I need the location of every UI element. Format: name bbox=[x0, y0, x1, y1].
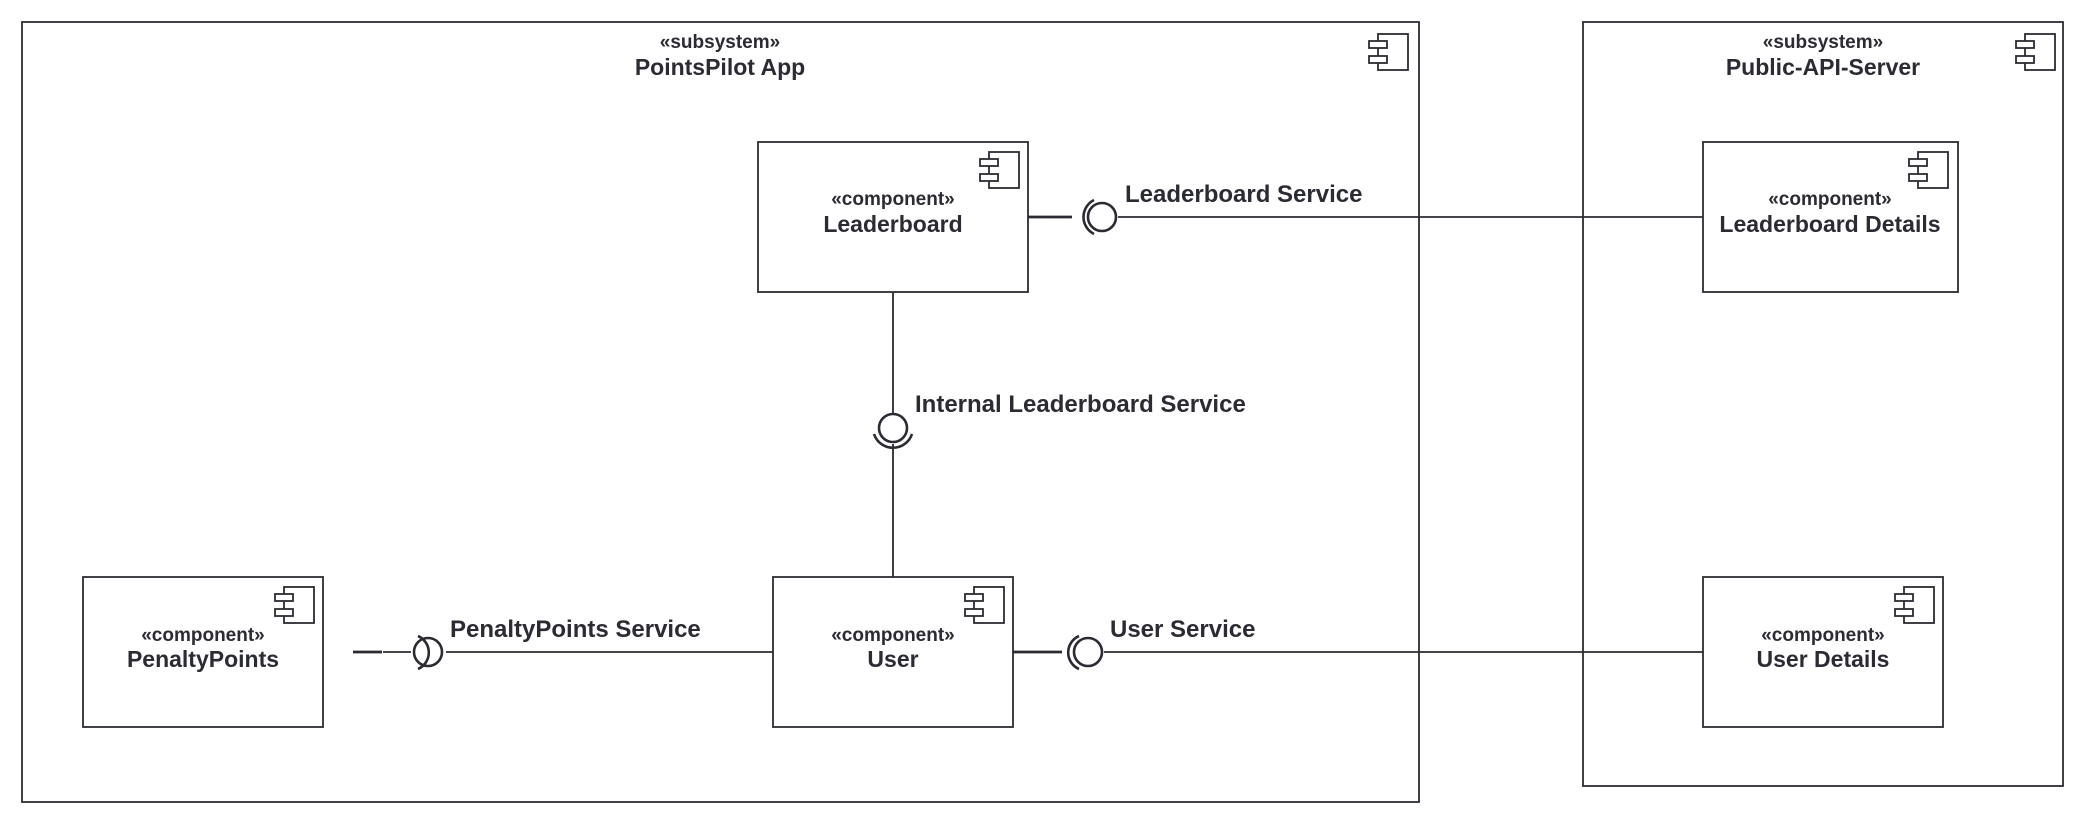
provided-interface-ball bbox=[1086, 201, 1118, 233]
interface-internal-leaderboard-service[interactable]: Internal Leaderboard Service bbox=[872, 391, 1246, 450]
subsystem-name: PointsPilot App bbox=[635, 54, 805, 80]
subsystem-stereotype: «subsystem» bbox=[1763, 32, 1883, 53]
interface-label: User Service bbox=[1110, 616, 1255, 643]
subsystem-stereotype: «subsystem» bbox=[660, 32, 780, 53]
required-interface-socket bbox=[417, 634, 431, 671]
interface-label: Internal Leaderboard Service bbox=[915, 391, 1246, 418]
required-interface-socket bbox=[1066, 634, 1080, 671]
component-stereotype: «component» bbox=[1768, 189, 1892, 210]
component-leaderboard-details[interactable]: «component» Leaderboard Details bbox=[1702, 141, 1959, 293]
component-stereotype: «component» bbox=[831, 189, 955, 210]
interface-label: Leaderboard Service bbox=[1125, 181, 1362, 208]
interface-user-service[interactable]: User Service bbox=[1066, 616, 1255, 671]
required-interface-socket bbox=[872, 433, 914, 450]
component-name: User bbox=[867, 646, 918, 672]
subsystem-name: Public-API-Server bbox=[1726, 54, 1920, 80]
required-interface-socket bbox=[1082, 198, 1095, 236]
component-leaderboard[interactable]: «component» Leaderboard bbox=[757, 141, 1029, 293]
provided-interface-ball bbox=[877, 412, 909, 444]
component-name: User Details bbox=[1757, 646, 1890, 672]
interface-label: PenaltyPoints Service bbox=[450, 616, 701, 643]
component-user-details[interactable]: «component» User Details bbox=[1702, 576, 1944, 728]
component-penaltypoints[interactable]: «component» PenaltyPoints bbox=[82, 576, 324, 728]
component-stereotype: «component» bbox=[831, 625, 955, 646]
component-stereotype: «component» bbox=[141, 625, 265, 646]
component-user[interactable]: «component» User bbox=[772, 576, 1014, 728]
component-name: Leaderboard bbox=[823, 211, 962, 237]
provided-interface-ball bbox=[1072, 636, 1104, 668]
component-name: PenaltyPoints bbox=[127, 646, 279, 672]
component-stereotype: «component» bbox=[1761, 625, 1885, 646]
connectors bbox=[353, 215, 1703, 654]
interface-leaderboard-service[interactable]: Leaderboard Service bbox=[1082, 181, 1362, 236]
interface-penaltypoints-service[interactable]: PenaltyPoints Service bbox=[412, 616, 701, 671]
component-name: Leaderboard Details bbox=[1719, 211, 1940, 237]
